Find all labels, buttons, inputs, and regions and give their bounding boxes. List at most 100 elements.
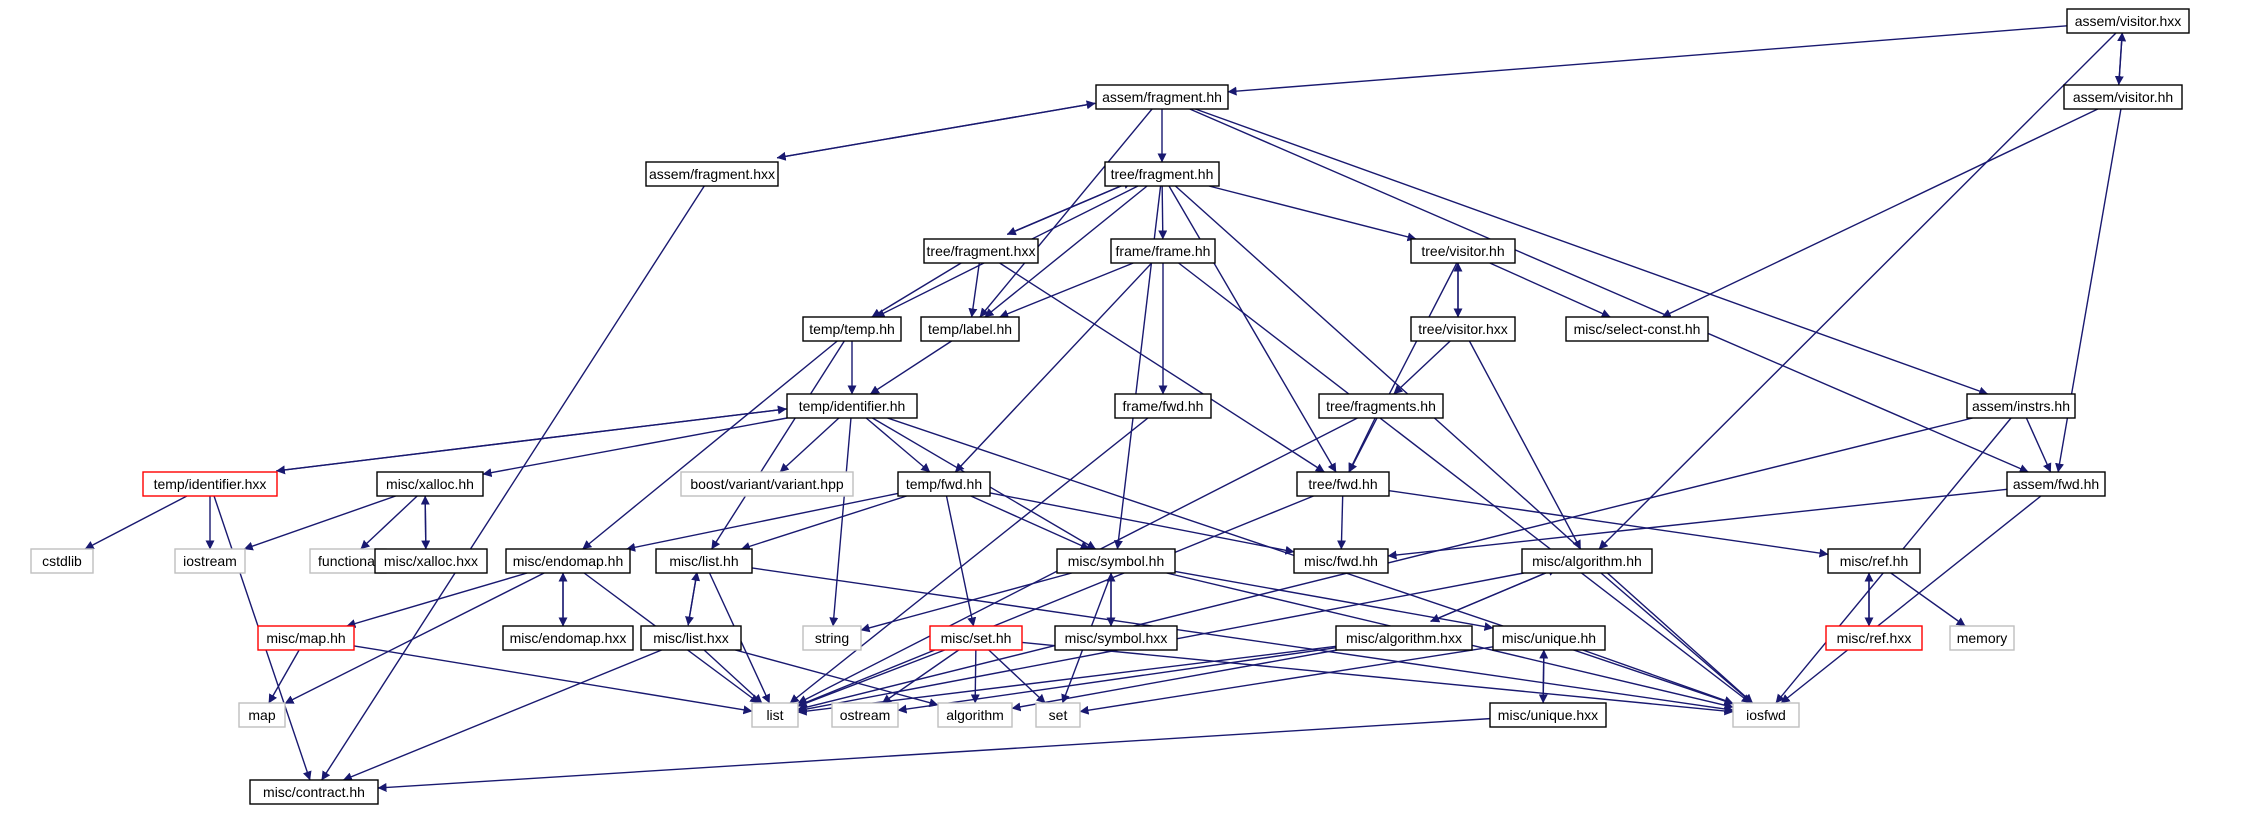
node-misc-symbol-hh[interactable]: misc/symbol.hh	[1056, 548, 1176, 574]
edge-misc_xalloc_hh-to-functional	[360, 495, 418, 550]
node-misc-xalloc-hh[interactable]: misc/xalloc.hh	[376, 471, 484, 497]
node-assem-visitor-hh[interactable]: assem/visitor.hh	[2063, 84, 2183, 110]
node-label: misc/unique.hh	[1502, 630, 1596, 646]
edge-misc_algorithm_hh-to-iosfwd	[1600, 572, 1753, 704]
edge-temp_identifier_hxx-to-cstdlib	[84, 495, 188, 550]
edge-misc_set_hh-to-set	[988, 649, 1046, 704]
node-misc-ref-hh[interactable]: misc/ref.hh	[1827, 548, 1921, 574]
node-label: temp/identifier.hh	[799, 398, 906, 414]
node-misc-ref-hxx[interactable]: misc/ref.hxx	[1825, 625, 1923, 651]
node-tree-fragment-hxx[interactable]: tree/fragment.hxx	[923, 238, 1039, 264]
node-iostream: iostream	[174, 548, 246, 574]
node-box	[1410, 238, 1516, 264]
edge-assem_visitor_hh-to-assem_visitor_hxx	[2117, 32, 2127, 85]
node-temp-fwd-hh[interactable]: temp/fwd.hh	[897, 471, 991, 497]
edge-tree_fragment_hxx-to-temp_temp_hh	[871, 262, 962, 318]
edge-temp_fwd_hh-to-misc_set_hh	[945, 495, 977, 627]
edge-temp_identifier_hh-to-boost_variant	[779, 417, 840, 473]
node-frame-fwd-hh[interactable]: frame/fwd.hh	[1114, 393, 1212, 419]
edge-misc_xalloc_hh-to-iostream	[243, 495, 396, 551]
node-tree-visitor-hxx[interactable]: tree/visitor.hxx	[1410, 316, 1516, 342]
node-box	[680, 471, 854, 497]
node-label: misc/xalloc.hh	[386, 476, 474, 492]
node-temp-temp-hh[interactable]: temp/temp.hh	[802, 316, 902, 342]
node-box	[502, 625, 634, 651]
node-label: tree/fragment.hxx	[927, 243, 1036, 259]
node-misc-map-hh[interactable]: misc/map.hh	[257, 625, 355, 651]
node-misc-algorithm-hxx[interactable]: misc/algorithm.hxx	[1335, 625, 1473, 651]
node-misc-set-hh[interactable]: misc/set.hh	[929, 625, 1023, 651]
node-label: temp/identifier.hxx	[154, 476, 267, 492]
node-label: memory	[1957, 630, 2008, 646]
node-box	[655, 548, 753, 574]
node-misc-xalloc-hxx[interactable]: misc/xalloc.hxx	[374, 548, 488, 574]
node-tree-fragments-hh[interactable]: tree/fragments.hh	[1318, 393, 1444, 419]
node-misc-symbol-hxx[interactable]: misc/symbol.hxx	[1054, 625, 1178, 651]
node-assem-visitor-hxx[interactable]: assem/visitor.hxx	[2066, 8, 2190, 34]
node-label: iosfwd	[1746, 707, 1786, 723]
node-label: misc/contract.hh	[263, 784, 365, 800]
node-box	[920, 316, 1020, 342]
edge-misc_algorithm_hxx-to-algorithm	[1011, 649, 1338, 712]
edge-layer	[84, 25, 2127, 792]
node-box	[174, 548, 246, 574]
edge-assem_instrs_hh-to-assem_fwd_hh	[2025, 417, 2052, 473]
edge-assem_fragment_hh-to-assem_fwd_hh	[1189, 108, 2029, 473]
edge-misc_unique_hxx-to-misc_unique_hh	[1539, 649, 1549, 703]
edge-tree_visitor_hh-to-tree_fwd_hh	[1348, 262, 1458, 473]
node-label: frame/fwd.hh	[1123, 398, 1204, 414]
node-assem-fwd-hh[interactable]: assem/fwd.hh	[2006, 471, 2106, 497]
node-box	[786, 393, 918, 419]
node-box	[1035, 702, 1081, 728]
node-tree-visitor-hh[interactable]: tree/visitor.hh	[1410, 238, 1516, 264]
edge-misc_unique_hxx-to-misc_contract_hh	[377, 717, 1491, 792]
node-misc-algorithm-hh[interactable]: misc/algorithm.hh	[1521, 548, 1653, 574]
node-frame-frame-hh[interactable]: frame/frame.hh	[1110, 238, 1216, 264]
node-misc-unique-hh[interactable]: misc/unique.hh	[1492, 625, 1606, 651]
edge-misc_set_hh-to-ostream	[881, 649, 960, 704]
node-misc-list-hh[interactable]: misc/list.hh	[655, 548, 753, 574]
node-box	[923, 238, 1039, 264]
node-temp-identifier-hh[interactable]: temp/identifier.hh	[786, 393, 918, 419]
node-misc-fwd-hh[interactable]: misc/fwd.hh	[1293, 548, 1389, 574]
edge-misc_endomap_hh-to-misc_map_hh	[346, 572, 528, 628]
node-misc-unique-hxx[interactable]: misc/unique.hxx	[1489, 702, 1607, 728]
node-box	[1056, 548, 1176, 574]
node-label: string	[815, 630, 849, 646]
node-box	[802, 316, 902, 342]
edge-misc_algorithm_hxx-to-ostream	[897, 647, 1337, 714]
node-assem-fragment-hh[interactable]: assem/fragment.hh	[1095, 84, 1229, 110]
edge-temp_fwd_hh-to-misc_fwd_hh	[989, 492, 1295, 555]
node-box	[1732, 702, 1800, 728]
node-misc-contract-hh[interactable]: misc/contract.hh	[249, 779, 379, 805]
node-box	[831, 702, 899, 728]
node-tree-fragment-hh[interactable]: tree/fragment.hh	[1104, 161, 1220, 187]
node-box	[2063, 84, 2183, 110]
node-misc-list-hxx[interactable]: misc/list.hxx	[640, 625, 742, 651]
edge-misc_set_hh-to-algorithm	[970, 649, 980, 704]
node-assem-fragment-hxx[interactable]: assem/fragment.hxx	[645, 161, 779, 187]
node-string: string	[802, 625, 862, 651]
node-box	[1054, 625, 1178, 651]
node-box	[309, 548, 387, 574]
node-box	[1296, 471, 1390, 497]
node-temp-label-hh[interactable]: temp/label.hh	[920, 316, 1020, 342]
node-box	[257, 625, 355, 651]
edge-misc_ref_hh-to-memory	[1890, 572, 1966, 627]
edge-assem_fwd_hh-to-misc_fwd_hh	[1387, 488, 2008, 560]
node-box	[238, 702, 286, 728]
edge-misc_set_hh-to-list	[797, 649, 945, 708]
node-label: misc/fwd.hh	[1304, 553, 1378, 569]
node-tree-fwd-hh[interactable]: tree/fwd.hh	[1296, 471, 1390, 497]
node-label: iostream	[183, 553, 237, 569]
node-assem-instrs-hh[interactable]: assem/instrs.hh	[1966, 393, 2076, 419]
node-temp-identifier-hxx[interactable]: temp/identifier.hxx	[142, 471, 278, 497]
node-misc-endomap-hh[interactable]: misc/endomap.hh	[505, 548, 631, 574]
node-misc-select-const-hh[interactable]: misc/select-const.hh	[1565, 316, 1709, 342]
node-label: misc/xalloc.hxx	[384, 553, 478, 569]
node-box	[376, 471, 484, 497]
edge-frame_fwd_hh-to-list	[789, 417, 1149, 704]
node-box	[1827, 548, 1921, 574]
node-misc-endomap-hxx[interactable]: misc/endomap.hxx	[502, 625, 634, 651]
node-box	[1110, 238, 1216, 264]
